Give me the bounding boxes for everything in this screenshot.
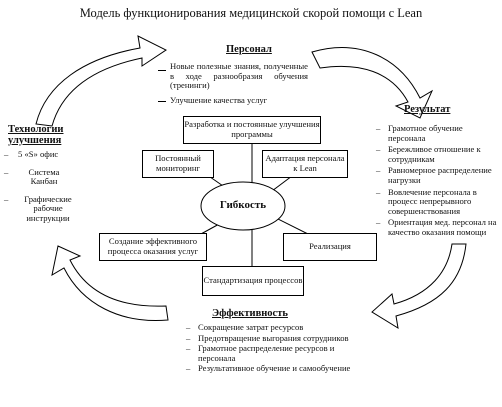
personnel-heading: Персонал (226, 44, 272, 55)
eff-item-3: –Результативное обучение и самообучение (186, 363, 351, 374)
tech-item-2-text: Графические рабочие инструкции (24, 193, 72, 223)
result-item-3: –Вовлечение персонала в процесс непрерыв… (376, 186, 477, 216)
arrow-bottom-right (371, 243, 467, 330)
tech-item-0-text: 5 «S» офис (18, 149, 59, 159)
effectiveness-list: –Сокращение затрат ресурсов –Предотвраще… (186, 322, 370, 374)
eff-item-0-text: Сокращение затрат ресурсов (198, 322, 304, 332)
result-item-3-text: Вовлечение персонала в процесс непрерывн… (388, 186, 477, 216)
technologies-list: –5 «S» офис –Система Канбан –Графические… (4, 149, 84, 224)
box-development-text: Разработка и постоянные улучшения програ… (184, 119, 320, 139)
result-list: –Грамотное обучение персонала –Бережливо… (376, 123, 498, 238)
effectiveness-heading: Эффективность (212, 308, 288, 319)
result-item-1: –Бережливое отношение к сотрудникам (376, 144, 481, 164)
box-monitoring-text: Постоянный мониторинг (155, 153, 201, 173)
result-item-0-text: Грамотное обучение персонала (388, 123, 463, 143)
tech-item-2: –Графические рабочие инструкции (4, 193, 72, 223)
box-monitoring: Постоянный мониторинг (142, 150, 214, 178)
result-item-0: –Грамотное обучение персонала (376, 123, 463, 143)
eff-item-0: –Сокращение затрат ресурсов (186, 322, 304, 332)
box-standardization-text: Стандартизация процессов (203, 275, 303, 286)
personnel-item-1: Улучшение качества услуг (170, 95, 268, 105)
eff-item-3-text: Результативное обучение и самообучение (198, 363, 351, 374)
center-ellipse (200, 181, 286, 231)
box-process-text: Создание эффективного процесса оказания … (107, 236, 199, 256)
eff-item-2-text: Грамотное распределение ресурсов и персо… (198, 343, 335, 363)
box-process: Создание эффективного процесса оказания … (99, 233, 207, 261)
box-realization: Реализация (283, 233, 377, 261)
tech-item-1: –Система Канбан (4, 166, 60, 187)
box-standardization: Стандартизация процессов (202, 266, 304, 296)
result-item-4-text: Ориентация мед. персонал на качество ока… (388, 217, 497, 237)
eff-item-2: –Грамотное распределение ресурсов и перс… (186, 343, 335, 363)
arrow-bottom-left (51, 245, 169, 322)
personnel-item-0: Новые полезные знания, полученные в ходе… (170, 61, 308, 91)
box-development: Разработка и постоянные улучшения програ… (183, 116, 321, 144)
personnel-item-1-dash (158, 101, 166, 102)
eff-item-1: –Предотвращение выгорания сотрудников (186, 332, 349, 343)
personnel-item-0-dash (158, 70, 166, 71)
box-realization-text: Реализация (309, 241, 351, 252)
eff-item-1-text: Предотвращение выгорания сотрудников (198, 332, 349, 343)
result-item-1-text: Бережливое отношение к сотрудникам (388, 144, 481, 164)
arrow-top-right (311, 47, 434, 119)
center-label: Гибкость (219, 199, 267, 211)
result-item-2-text: Равномерное распределение нагрузки (388, 165, 492, 185)
arrow-top-left (35, 35, 167, 127)
technologies-heading: Технологии улучшения (8, 124, 64, 146)
result-item-2: –Равномерное распределение нагрузки (376, 165, 492, 185)
result-item-4: –Ориентация мед. персонал на качество ок… (376, 217, 497, 237)
result-heading: Результат (404, 104, 451, 115)
box-adaptation: Адаптация персонала к Lean (262, 150, 348, 178)
tech-item-1-text: Система Канбан (28, 166, 60, 187)
tech-item-0: –5 «S» офис (4, 149, 59, 159)
box-adaptation-text: Адаптация персонала к Lean (265, 153, 345, 173)
diagram-title: Модель функционирования медицинской скор… (79, 6, 423, 20)
